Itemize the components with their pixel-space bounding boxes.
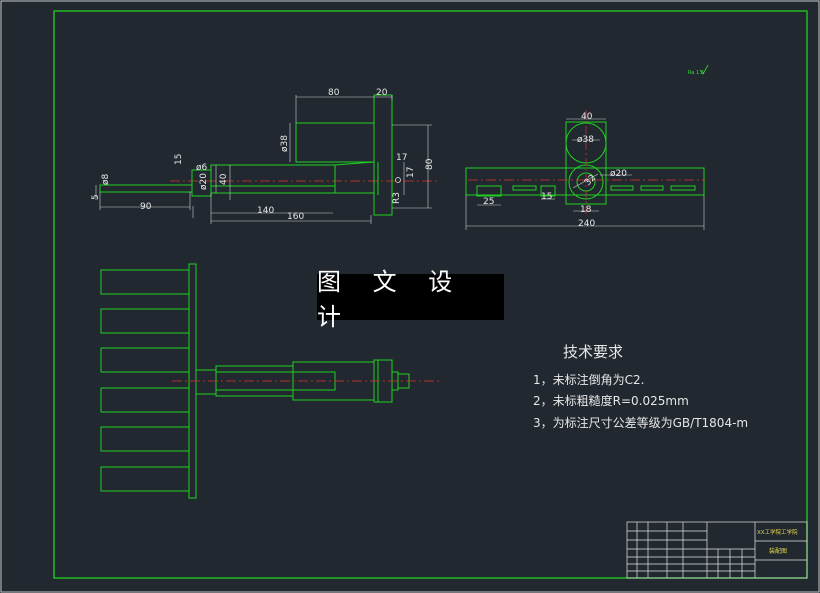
surface-roughness-mark: Ra 1.6: [688, 64, 709, 76]
dim-front-15: 15: [541, 192, 552, 202]
plan-finger-5: [100, 426, 190, 452]
side-cylinder: [210, 164, 336, 194]
plan-finger-1: [100, 269, 190, 295]
plan-finger-3: [100, 347, 190, 373]
svg-text:Ra 1.6: Ra 1.6: [688, 70, 704, 76]
dim-r3: R3: [392, 192, 402, 204]
dim-front-40: 40: [581, 112, 593, 122]
dim-front-240: 240: [578, 219, 595, 229]
side-view-dimensions: [95, 95, 432, 224]
dim-17a: 17: [396, 153, 407, 163]
tech-heading: 技术要求: [563, 343, 623, 361]
dim-front-phi20: ø20: [610, 169, 627, 179]
dim-front-phi38: ø38: [577, 135, 594, 145]
dim-160: 160: [287, 212, 304, 222]
tech-item-1: 1，未标注倒角为C2.: [533, 372, 644, 387]
side-end-block: [373, 94, 393, 216]
side-view: [99, 94, 440, 216]
drawing-frame: [53, 10, 808, 579]
dim-phi6: ø6: [196, 163, 208, 173]
dim-140: 140: [257, 206, 274, 216]
dim-80v: 80: [425, 158, 435, 170]
title-block: [626, 521, 808, 579]
tech-item-2: 2，未标粗糙度R=0.025mm: [533, 393, 689, 408]
dim-front-25: 25: [483, 197, 494, 207]
title-drawing-name: 装配图: [769, 547, 787, 555]
technical-requirements: 技术要求 1，未标注倒角为C2. 2，未标粗糙度R=0.025mm 3，为标注尺…: [533, 343, 748, 430]
dim-90: 90: [140, 202, 152, 212]
title-block-text: XX工学院工学院 装配图: [757, 528, 798, 555]
dim-40: 40: [219, 173, 229, 185]
plan-finger-2: [100, 308, 190, 334]
tech-item-3: 3，为标注尺寸公差等级为GB/T1804-m: [533, 415, 748, 430]
dim-80: 80: [328, 88, 340, 98]
plan-finger-4: [100, 387, 190, 413]
front-view-dimensions: [465, 110, 705, 230]
dim-phi8: ø8: [101, 173, 111, 185]
watermark-banner: 图 文 设 计: [317, 268, 504, 331]
side-view-labels: 80 20 ø38 17 17 80 40 ø20 ø8 5 90 140 16…: [91, 88, 435, 222]
dim-17b: 17: [406, 167, 416, 178]
dim-front-18: 18: [580, 205, 592, 215]
dim-38: ø38: [280, 135, 290, 152]
dim-5: 5: [91, 194, 101, 200]
side-body-38: [295, 122, 375, 163]
title-school: XX工学院工学院: [757, 528, 798, 536]
dim-15: 15: [174, 154, 184, 165]
plan-finger-6: [100, 466, 190, 492]
side-thin-rod: [99, 184, 193, 193]
dim-20: 20: [376, 88, 388, 98]
dim-phi20: ø20: [199, 173, 209, 190]
